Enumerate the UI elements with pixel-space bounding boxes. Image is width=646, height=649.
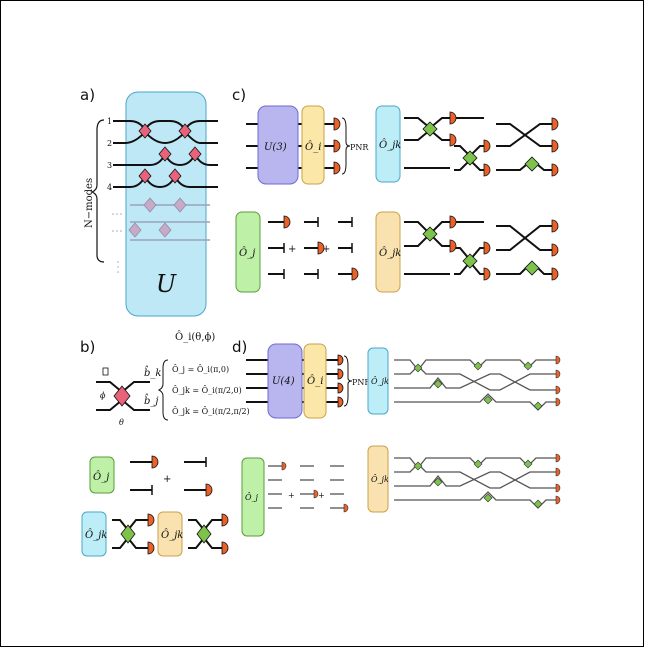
red-beamsplitters	[138, 123, 202, 184]
c-unitary-label: U(3)	[264, 142, 287, 153]
waveguides	[113, 120, 218, 189]
d-pnr-brace	[343, 355, 353, 407]
c-op-x-box	[375, 105, 401, 183]
c-op-y-bs	[422, 226, 540, 276]
d-op-label: Ô_i	[307, 375, 323, 387]
b-op-j-label: Ô_j	[93, 471, 109, 483]
d-op-y-label: Ô_jk	[371, 475, 389, 484]
d-plus-2: +	[318, 491, 325, 500]
c-op-x-bs	[422, 121, 540, 172]
c-main-detectors	[333, 117, 341, 175]
panel-c: c) U(3) Ô_i PNR Ô_jk Ô_j	[232, 86, 559, 293]
d-op-y-bs	[413, 459, 543, 509]
b-phi: ϕ	[100, 391, 106, 400]
d-main-detectors	[337, 354, 344, 408]
d-op-x-bs	[413, 361, 543, 411]
b-brace	[157, 359, 169, 421]
b-op-x-label: Ô_jk	[85, 529, 107, 541]
panel-a: a) U N−modes 1 2 3 4	[80, 86, 218, 317]
c-plus-1: +	[288, 244, 296, 255]
b-theta: θ	[119, 418, 124, 427]
c-op-y-detectors	[449, 215, 559, 281]
d-op-x-label: Ô_jk	[371, 377, 389, 386]
c-op-y-label: Ô_jk	[379, 247, 401, 259]
c-op-j-detectors	[283, 215, 359, 281]
b-plus: +	[163, 474, 171, 485]
b-op-x-bs	[120, 524, 136, 544]
c-unitary-box	[257, 105, 299, 185]
c-op-label: Ô_i	[305, 141, 321, 153]
d-pnr-label: PNR	[352, 378, 371, 387]
d-unitary-label: U(4)	[272, 376, 295, 387]
faded-beamsplitters	[128, 197, 187, 238]
b-op-x-box	[81, 511, 107, 557]
b-vacuum-bars	[151, 457, 207, 495]
b-def-2: Ô_jk = Ô_i(π/2,0)	[172, 386, 242, 395]
b-op-x-detectors	[147, 513, 155, 555]
mode-4: 4	[107, 183, 112, 192]
b-out-j: b̂_j	[144, 394, 159, 407]
faded-dots	[112, 213, 122, 273]
b-op-y-label: Ô_jk	[161, 529, 183, 541]
c-op-x-label: Ô_jk	[379, 139, 401, 151]
b-op-j-box	[89, 456, 115, 494]
b-def-3: Ô_jk = Ô_i(π/2,π/2)	[172, 407, 250, 416]
mode-2: 2	[107, 139, 112, 148]
panel-b-label: b)	[80, 338, 95, 356]
c-op-y-box	[375, 211, 401, 293]
modes-axis-label: N−modes	[84, 178, 95, 228]
b-def-1: Ô_j = Ô_i(π,0)	[172, 365, 229, 374]
modes-brace	[90, 119, 105, 263]
c-op-j-label: Ô_j	[239, 247, 255, 259]
d-op-j-detectors	[281, 461, 349, 513]
b-red-beamsplitter	[113, 385, 131, 407]
b-out-k: b̂_k	[144, 366, 161, 379]
b-header: Ô_i(θ,ϕ)	[175, 331, 215, 343]
panel-d: d) U(4) Ô_i PNR Ô_jk	[232, 338, 561, 537]
panel-c-label: c)	[232, 86, 246, 104]
d-op-j-label: Ô_j	[245, 493, 259, 502]
mode-1: 1	[107, 117, 112, 126]
b-detectors	[151, 455, 213, 497]
c-op-box	[301, 105, 325, 185]
d-op-y-circuits	[394, 457, 556, 509]
d-op-j-lines	[268, 465, 344, 509]
c-plus-2: +	[322, 244, 330, 255]
d-op-j-box	[241, 457, 265, 537]
c-op-j-bars	[283, 217, 353, 279]
c-op-j-box	[235, 211, 261, 293]
b-op-y-box	[157, 511, 183, 557]
c-pnr-brace	[341, 117, 351, 175]
d-op-y-box	[367, 445, 389, 513]
c-pnr-label: PNR	[350, 143, 369, 152]
c-op-x-detectors	[449, 111, 559, 177]
unitary-label: U	[156, 270, 177, 298]
b-op-j-lines	[130, 461, 206, 491]
d-plus-1: +	[288, 491, 295, 500]
d-unitary-box	[267, 343, 303, 419]
c-op-j-lines	[268, 221, 352, 275]
phase-shifter-icon	[102, 367, 109, 376]
panel-b: b) Ô_i(θ,ϕ) ϕ θ b̂_k b̂_j Ô_j = Ô_i(π,0)…	[80, 331, 250, 557]
b-op-y-bs	[196, 524, 212, 544]
d-op-box	[303, 343, 327, 419]
faded-waveguides	[130, 204, 210, 241]
b-op-y-detectors	[221, 513, 229, 555]
mode-3: 3	[107, 161, 112, 170]
d-op-x-detectors	[555, 355, 561, 407]
d-op-y-detectors	[555, 453, 561, 505]
panel-d-label: d)	[232, 338, 247, 356]
panel-a-label: a)	[80, 86, 95, 104]
d-op-x-box	[367, 347, 389, 415]
